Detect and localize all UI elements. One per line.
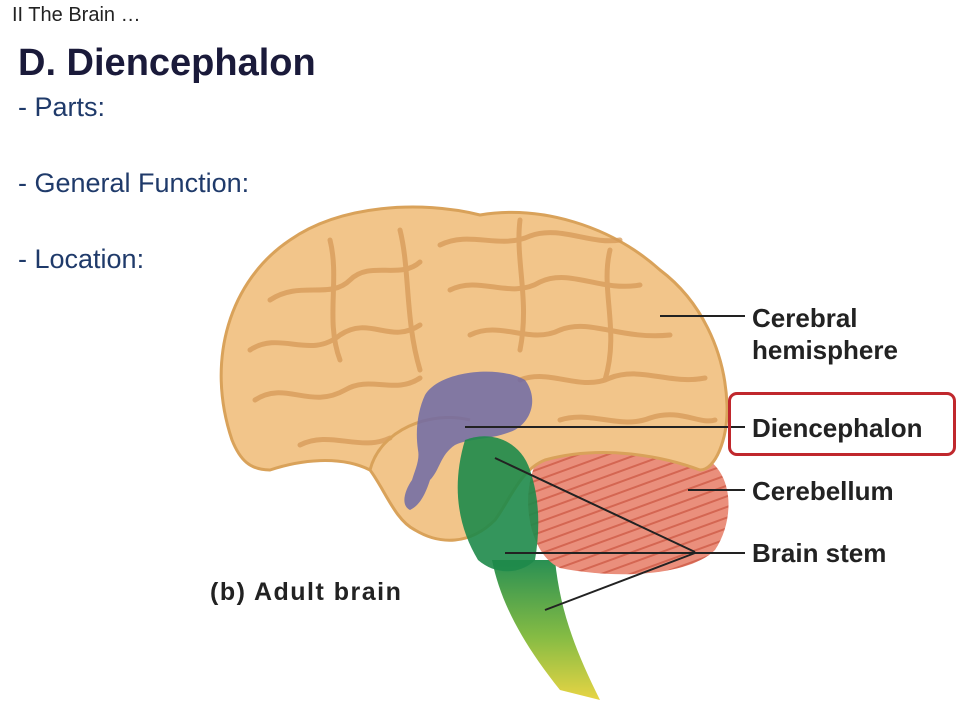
cerebellum [528,444,729,575]
leader-lines [465,315,745,611]
spinal-cord [492,560,600,700]
figure-caption: (b) Adult brain [210,578,403,606]
label-cerebral-line1: Cerebral [752,303,858,333]
bullet-general-function: - General Function: [18,168,250,198]
gyri-texture [247,217,718,448]
brain-stem [457,436,539,572]
breadcrumb: II The Brain … [12,4,141,26]
label-cerebral-hemisphere: Cerebral hemisphere [752,302,898,366]
bullet-parts: - Parts: [18,92,106,122]
slide-title: D. Diencephalon [18,42,316,84]
label-cerebellum: Cerebellum [752,476,894,506]
label-brain-stem: Brain stem [752,538,887,568]
diencephalon-highlight-box [728,392,956,456]
bullet-location: - Location: [18,244,145,274]
label-diencephalon: Diencephalon [752,413,923,443]
label-cerebral-line2: hemisphere [752,335,898,365]
